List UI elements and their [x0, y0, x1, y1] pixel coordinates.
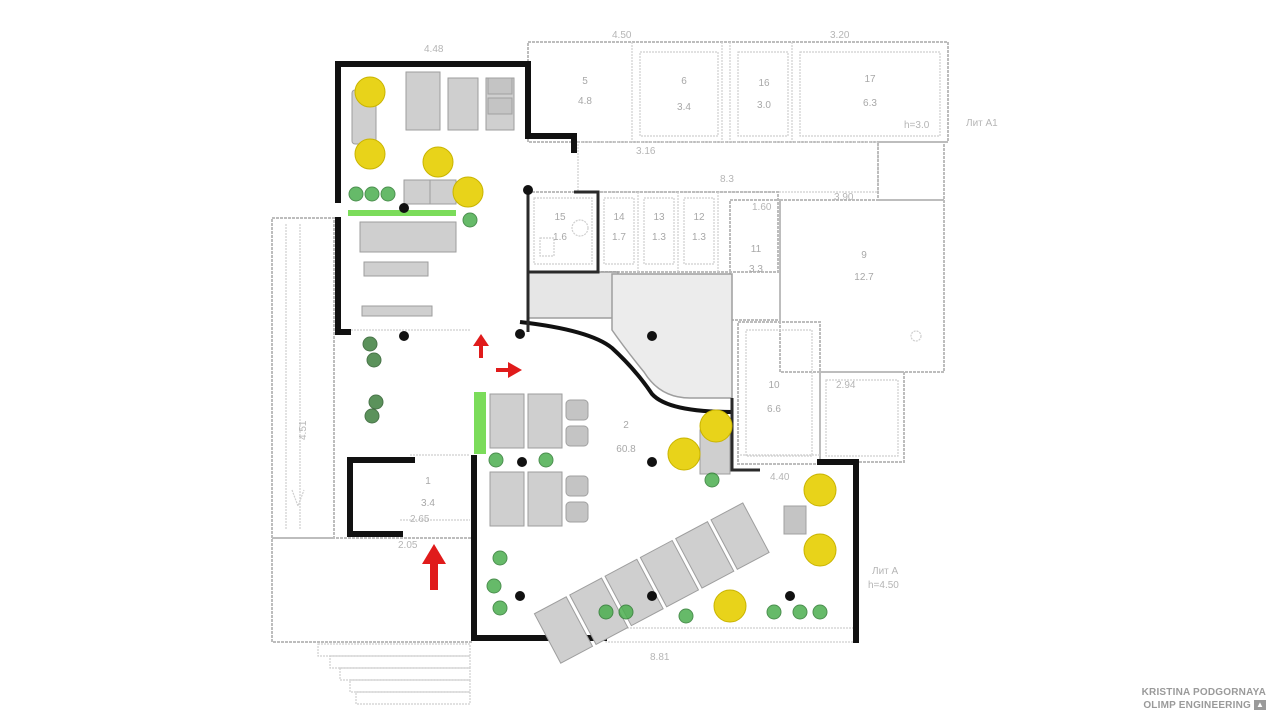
company-name: OLIMP ENGINEERING — [1143, 700, 1251, 711]
room-16-number: 16 — [758, 78, 770, 89]
dim-8: 2.05 — [398, 540, 418, 551]
walls — [335, 61, 859, 643]
room-11-area: 3.3 — [749, 264, 763, 275]
room-14-area: 1.7 — [612, 232, 626, 243]
dim-top-mid: 4.50 — [612, 30, 632, 41]
columns — [399, 185, 795, 601]
annotations: Лит А1 h=3.0 Лит А h=4.50 — [868, 118, 998, 591]
room-10-area: 6.6 — [767, 404, 781, 415]
green-strip-top — [348, 210, 456, 216]
dim-1: 3.16 — [636, 146, 656, 157]
room-14-number: 14 — [613, 212, 625, 223]
height-a1-label: h=3.0 — [904, 120, 930, 131]
room-13-number: 13 — [653, 212, 665, 223]
dim-top-right: 3.20 — [830, 30, 850, 41]
room-17-number: 17 — [864, 74, 876, 85]
dim-10: 4.40 — [770, 472, 790, 483]
dim-9: 2.65 — [410, 514, 430, 525]
company-line: OLIMP ENGINEERING▲ — [1142, 699, 1266, 712]
author-name: KRISTINA PODGORNAYA — [1141, 687, 1266, 698]
plants — [348, 186, 828, 624]
dim-5: 2.94 — [836, 380, 856, 391]
room-6-number: 6 — [681, 76, 687, 87]
bar-counter — [519, 271, 733, 414]
room-6-area: 3.4 — [677, 102, 691, 113]
room-9-number: 9 — [861, 250, 867, 261]
room-5-area: 4.8 — [578, 96, 592, 107]
lit-a1-label: Лит А1 — [966, 118, 998, 129]
room-15-number: 15 — [554, 212, 566, 223]
dim-7: 4.51 — [298, 420, 309, 440]
room-12-number: 12 — [693, 212, 705, 223]
entrance-arrows — [422, 334, 522, 590]
credit-block: KRISTINA PODGORNAYA OLIMP ENGINEERING▲ — [1142, 686, 1266, 712]
arrow-up-entrance-icon — [422, 544, 446, 590]
dim-3: 1.60 — [752, 202, 772, 213]
room-5-number: 5 — [582, 76, 588, 87]
room-10-number: 10 — [768, 380, 780, 391]
room-15-area: 1.6 — [553, 232, 567, 243]
height-a-label: h=4.50 — [868, 580, 899, 591]
room-labels: 5 4.8 6 3.4 16 3.0 17 6.3 15 1.6 14 1.7 … — [421, 74, 877, 509]
dimension-labels: 4.48 4.50 3.20 3.16 8.3 1.60 3.90 2.94 8… — [298, 30, 856, 663]
lamps — [354, 76, 837, 623]
room-2-area: 60.8 — [616, 444, 636, 455]
dim-4: 3.90 — [834, 192, 854, 203]
arrow-right-icon — [496, 362, 522, 378]
room-13-area: 1.3 — [652, 232, 666, 243]
room-17-area: 6.3 — [863, 98, 877, 109]
dim-2: 8.3 — [720, 174, 734, 185]
room-11-number: 11 — [751, 244, 762, 255]
room-1-number: 1 — [425, 476, 431, 487]
green-strip-hall — [474, 392, 486, 454]
room-16-area: 3.0 — [757, 100, 771, 111]
dim-6: 8.81 — [650, 652, 670, 663]
dim-top-left: 4.48 — [424, 44, 444, 55]
company-logo-icon: ▲ — [1254, 700, 1266, 711]
room-1-area: 3.4 — [421, 498, 435, 509]
arrow-up-top-icon — [473, 334, 489, 358]
room-12-area: 1.3 — [692, 232, 706, 243]
room-2-number: 2 — [623, 420, 629, 431]
room-9-area: 12.7 — [854, 272, 874, 283]
lit-a-label: Лит А — [872, 566, 899, 577]
